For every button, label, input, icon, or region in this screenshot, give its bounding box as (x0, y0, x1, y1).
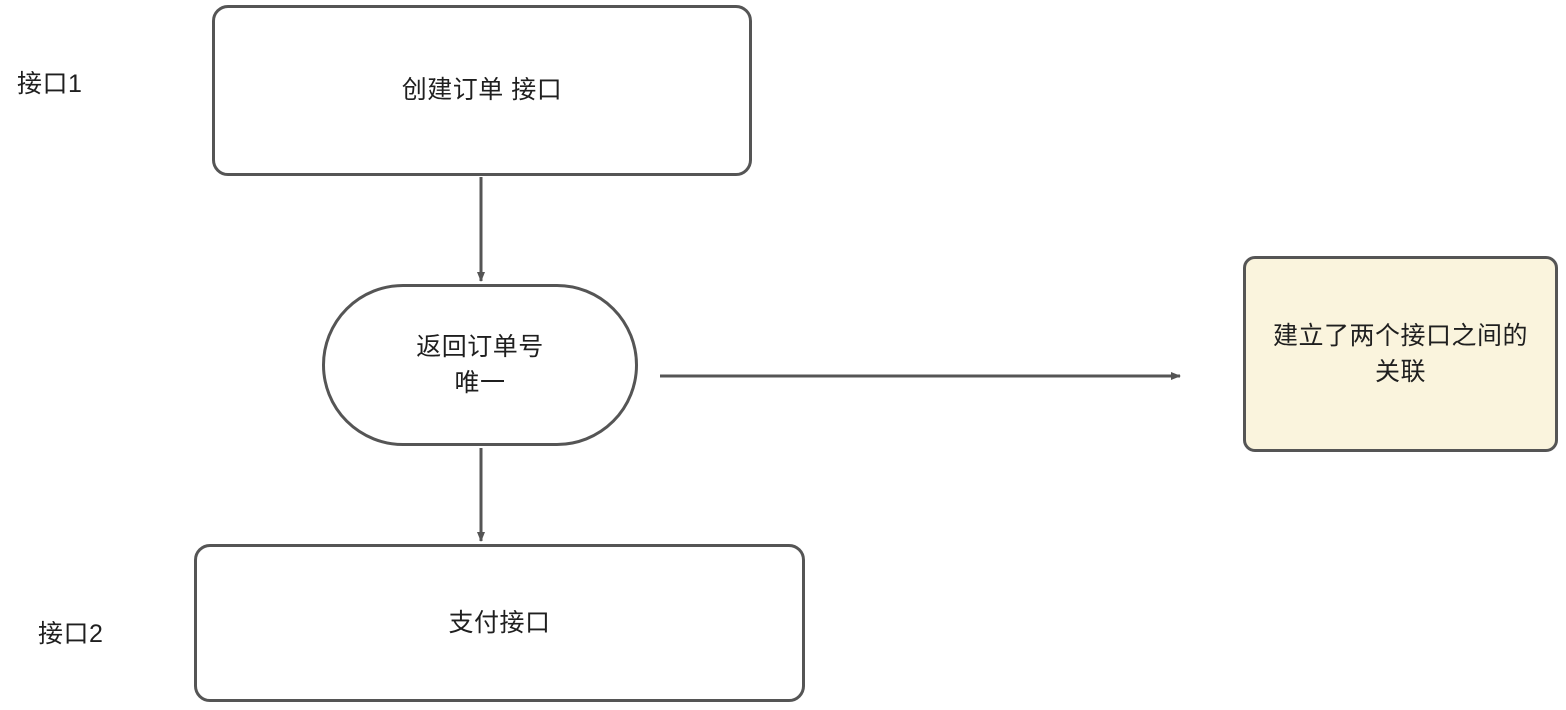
node-return-order-number-label: 返回订单号 唯一 (416, 332, 544, 397)
node-payment-api[interactable]: 支付接口 (194, 544, 805, 702)
node-return-order-number[interactable]: 返回订单号 唯一 (322, 284, 638, 446)
lane-label-interface-2-text: 接口2 (38, 620, 104, 648)
lane-label-interface-1: 接口1 (17, 64, 82, 100)
lane-label-interface-1-text: 接口1 (17, 70, 83, 98)
node-association-note[interactable]: 建立了两个接口之间的 关联 (1243, 256, 1558, 452)
node-association-note-label: 建立了两个接口之间的 关联 (1272, 321, 1528, 386)
node-create-order-api[interactable]: 创建订单 接口 (212, 5, 752, 176)
node-create-order-api-label: 创建订单 接口 (401, 76, 563, 105)
node-payment-api-label: 支付接口 (448, 608, 551, 637)
lane-label-interface-2: 接口2 (38, 614, 103, 650)
